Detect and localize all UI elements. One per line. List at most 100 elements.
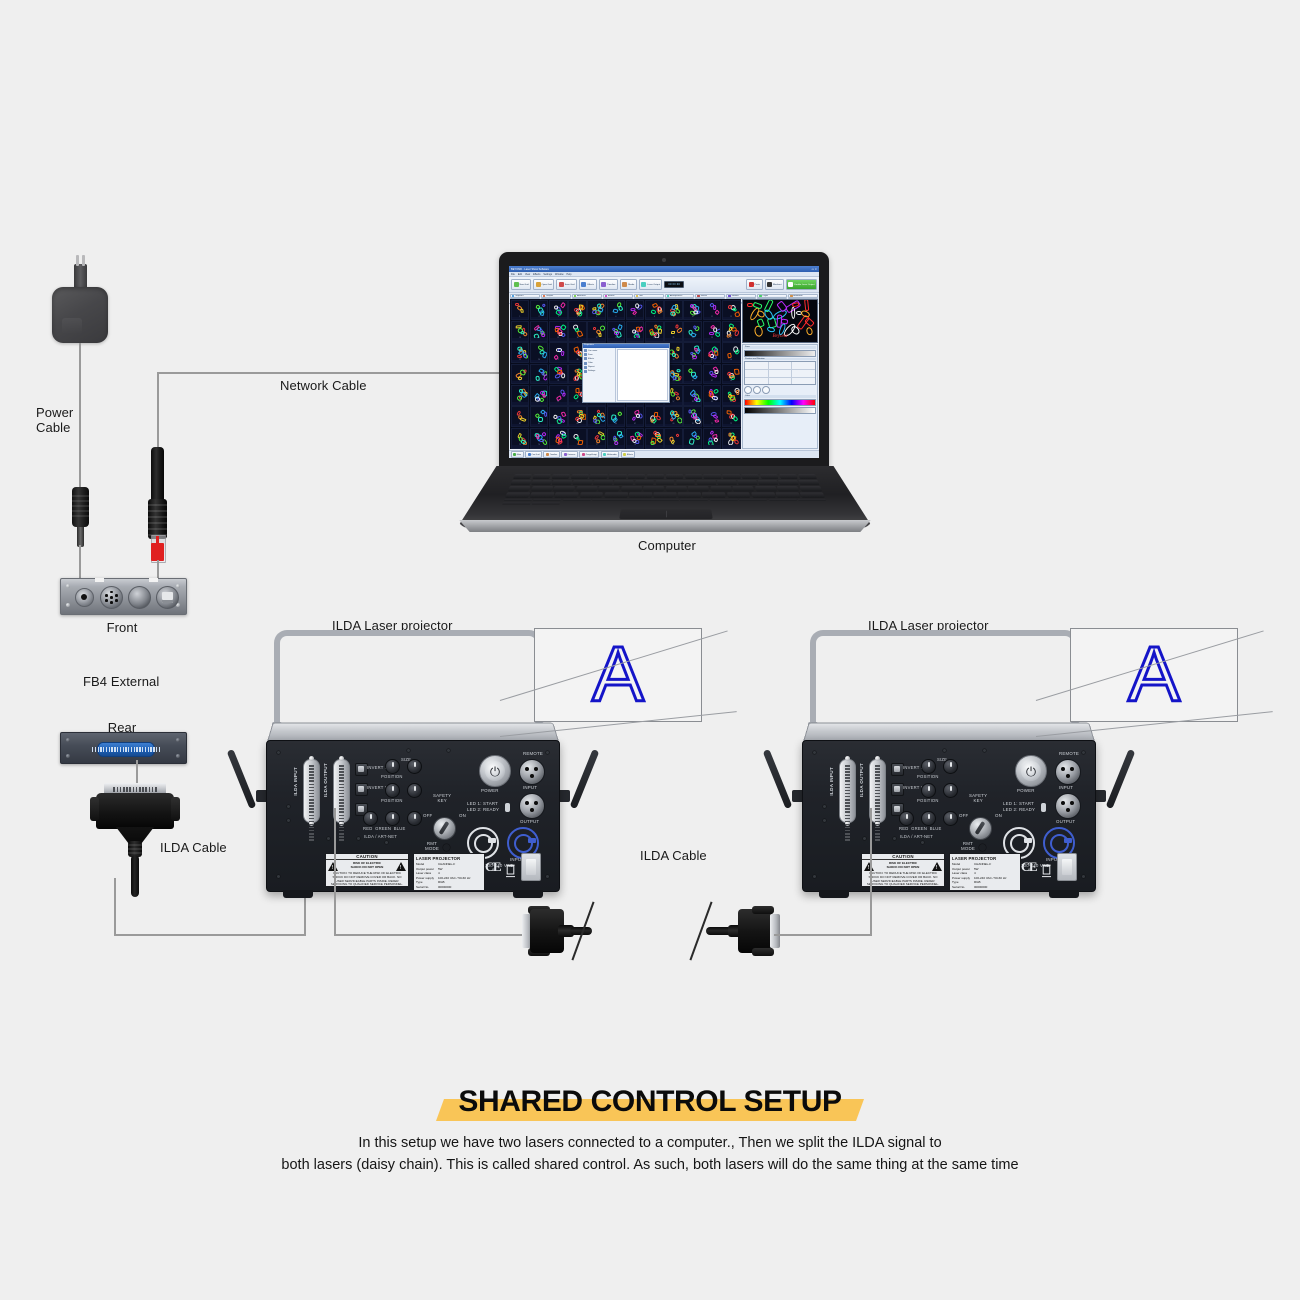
keyboard-key[interactable]: [643, 486, 665, 492]
red-knob[interactable]: [363, 811, 378, 826]
toolbar-button-right[interactable]: Blackout: [764, 279, 784, 290]
power-button-right[interactable]: ⏻: [1015, 755, 1047, 787]
red-knob-right[interactable]: [899, 811, 914, 826]
cue-cell[interactable]: 5: [587, 299, 607, 321]
cue-cell[interactable]: 2: [529, 299, 549, 321]
keyboard-key[interactable]: [634, 479, 655, 485]
cue-cell[interactable]: 1: [510, 299, 530, 321]
keyboard-key[interactable]: [677, 492, 702, 498]
remote-output-xlr-right[interactable]: [1055, 793, 1081, 819]
keyboard-key[interactable]: [722, 474, 741, 479]
keyboard-key[interactable]: [554, 492, 579, 498]
cue-cell[interactable]: 46: [683, 363, 703, 385]
cue-cell[interactable]: 58: [683, 384, 703, 406]
keyboard-key[interactable]: [620, 486, 643, 492]
preview-window[interactable]: Beyond: [742, 299, 818, 343]
safety-key-switch-right[interactable]: [969, 817, 992, 840]
cue-cell[interactable]: 78: [606, 427, 626, 449]
size-knob-x-right[interactable]: [921, 759, 936, 774]
toolbar-button[interactable]: Laser Output: [638, 279, 663, 290]
cue-tab[interactable]: Graphics: [510, 293, 540, 298]
cue-cell[interactable]: 84: [721, 427, 741, 449]
status-button[interactable]: Universe: [561, 451, 578, 458]
cue-cell[interactable]: 13: [510, 320, 530, 342]
toolbar-button[interactable]: Media: [619, 279, 637, 290]
color-slider[interactable]: [744, 398, 816, 406]
keyboard-key[interactable]: [799, 486, 823, 492]
keyboard-key[interactable]: [687, 486, 710, 492]
cue-cell[interactable]: 15: [548, 320, 568, 342]
green-knob-right[interactable]: [921, 811, 936, 826]
status-button[interactable]: PangoScript: [579, 451, 600, 458]
toolbar-button[interactable]: Open Grid: [533, 279, 555, 290]
size-knob-y-right[interactable]: [921, 783, 936, 798]
keyboard-key[interactable]: [575, 486, 598, 492]
menu-item[interactable]: Help: [566, 272, 572, 276]
keyboard-key[interactable]: [646, 474, 665, 479]
size-knob-y[interactable]: [385, 783, 400, 798]
green-knob[interactable]: [385, 811, 400, 826]
keyboard-key[interactable]: [579, 492, 604, 498]
keyboard-key[interactable]: [628, 492, 653, 498]
keyboard-key[interactable]: [608, 474, 627, 479]
cue-cell[interactable]: 21: [664, 320, 683, 342]
cue-tab[interactable]: Beams: [602, 293, 633, 298]
keyboard-key[interactable]: [703, 474, 722, 479]
cue-cell[interactable]: 73: [510, 427, 530, 449]
cue-cell[interactable]: 38: [529, 363, 549, 385]
cue-tab[interactable]: Shapes: [540, 293, 571, 298]
invert-x-switch-right[interactable]: [891, 763, 904, 776]
cue-tab[interactable]: Logos: [757, 293, 788, 298]
projector-rear-panel-right[interactable]: ILDA INPUT ILDA OUTPUT INVERT X INVERT Y…: [802, 740, 1096, 898]
brightness-slider[interactable]: [744, 406, 816, 414]
status-button[interactable]: Main: [510, 451, 524, 458]
cue-tab[interactable]: Atmospherics: [664, 293, 695, 298]
dialog-list-item[interactable]: Color: [584, 361, 614, 365]
keyboard-key[interactable]: [593, 479, 614, 485]
keyboard-key[interactable]: [696, 479, 717, 485]
cue-tab[interactable]: Waves: [695, 293, 726, 298]
cue-tab[interactable]: Text: [633, 293, 664, 298]
dialog-list-item[interactable]: Zone: [584, 353, 614, 357]
keyboard-key[interactable]: [551, 474, 571, 479]
keyboard-key[interactable]: [653, 492, 677, 498]
fb4-rj45-port[interactable]: [156, 586, 179, 609]
position-knob-x-right[interactable]: [943, 759, 958, 774]
cue-cell[interactable]: 76: [568, 427, 587, 449]
cue-cell[interactable]: 39: [548, 363, 568, 385]
status-button[interactable]: Cue Grid: [525, 451, 542, 458]
keyboard-key[interactable]: [778, 474, 798, 479]
position-grid[interactable]: [744, 361, 816, 386]
cue-cell[interactable]: 35: [702, 342, 722, 364]
dialog-list-item[interactable]: Repeat: [584, 365, 614, 369]
cue-cell[interactable]: 36: [721, 342, 741, 364]
keyboard-key[interactable]: [531, 502, 561, 505]
cue-cell[interactable]: 83: [702, 427, 722, 449]
fb4-power-jack[interactable]: [75, 588, 94, 607]
cue-cell[interactable]: 67: [625, 406, 645, 428]
keyboard-key[interactable]: [775, 492, 801, 498]
cue-cell[interactable]: 14: [529, 320, 549, 342]
cue-cell[interactable]: 47: [702, 363, 722, 385]
trackpad[interactable]: [619, 509, 713, 519]
keyboard-key[interactable]: [502, 502, 532, 505]
cue-cell[interactable]: 51: [548, 384, 568, 406]
keyboard-key[interactable]: [799, 492, 826, 498]
keyboard-key[interactable]: [732, 486, 755, 492]
cue-cell[interactable]: 37: [510, 363, 530, 385]
cue-cell[interactable]: 11: [702, 299, 722, 321]
cue-cell[interactable]: 80: [644, 427, 664, 449]
remote-output-xlr[interactable]: [519, 793, 545, 819]
laser-projector-left[interactable]: ILDA INPUT ILDA OUTPUT INVERT X INVERT Y…: [226, 630, 600, 898]
keyboard-key[interactable]: [503, 499, 533, 502]
invert-y-switch[interactable]: [355, 783, 368, 796]
keyboard-key[interactable]: [533, 499, 562, 502]
keyboard-key[interactable]: [754, 486, 778, 492]
cue-cell[interactable]: 17: [587, 320, 607, 342]
keyboard-key[interactable]: [768, 499, 797, 502]
